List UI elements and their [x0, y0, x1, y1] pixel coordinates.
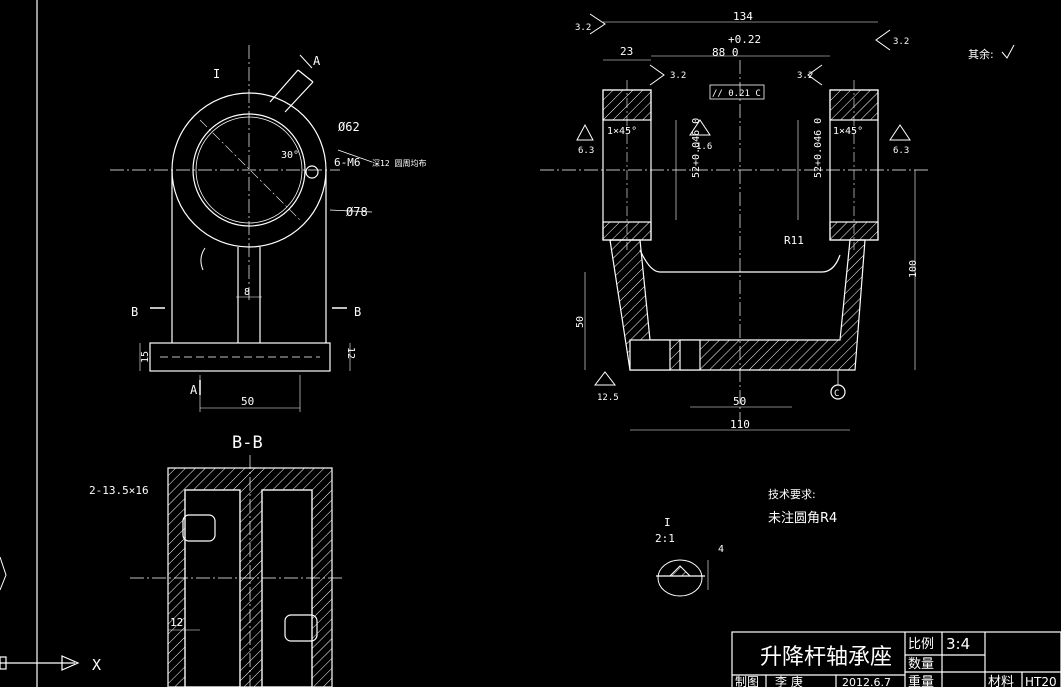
dim-110: 110 [730, 418, 750, 431]
rough-6-3-right: 6.3 [893, 146, 909, 156]
dim-100: 100 [908, 260, 919, 278]
scale-label: 比例 [908, 637, 934, 652]
radius-R11: R11 [784, 234, 804, 247]
threaded-hole-icon [305, 165, 319, 179]
tech-req-text: 未注圆角R4 [768, 511, 837, 526]
dim-50-h: 50 [733, 395, 746, 408]
section-mark-B-left: B [131, 305, 138, 319]
detail-label-I: I [664, 516, 671, 529]
dim-width-50: 50 [241, 395, 254, 408]
datum-c-label: C [834, 389, 839, 399]
dim-thread: 6-M6 [334, 156, 361, 169]
front-view[interactable] [110, 45, 373, 412]
roughness-check-icon [1001, 44, 1015, 59]
slot-note: 2-13.5×16 [89, 484, 149, 497]
rough-12-5: 12.5 [597, 393, 619, 403]
dim-angle-30: 30° [281, 150, 299, 161]
dim-rib-8: 8 [244, 287, 250, 298]
title-block-text: 升降杆轴承座 比例 3:4 数量 重量 材料 HT20 制图 李 庚 2012.… [735, 635, 1057, 687]
other-roughness-label: 其余: [968, 47, 994, 61]
side-view-labels: 134 +0.22 88 0 23 // 0.21 C 3.2 3.2 3.2 … [575, 10, 919, 431]
rough-1-6: 1.6 [696, 142, 712, 152]
dim-50-v: 50 [575, 316, 586, 328]
drawn-label: 制图 [735, 675, 759, 687]
bb-view-labels: B-B 2-13.5×16 12 [89, 433, 263, 629]
drawn-name: 李 庚 [775, 674, 803, 687]
rough-3-2-d: 3.2 [893, 37, 909, 47]
detail-dim-4: 4 [718, 544, 724, 555]
side-section-view[interactable] [540, 21, 930, 431]
dim-thread-note: 深12 圆周均布 [372, 158, 426, 168]
ucs-x-label: X [92, 656, 101, 674]
rough-3-2-b: 3.2 [670, 71, 686, 81]
scale-value: 3:4 [946, 635, 970, 653]
callout-I: I [213, 67, 220, 81]
technical-notes: 技术要求: 未注圆角R4 其余: [768, 47, 994, 526]
slot-hole-icon [182, 514, 216, 542]
bb-section-view[interactable] [130, 455, 345, 687]
bore-tol-right: 52+0.046 0 [813, 118, 824, 178]
front-view-labels: I A A B B Ø62 Ø78 6-M6 深12 圆周均布 30° 8 15… [131, 54, 426, 408]
roughness-symbols [576, 13, 1015, 386]
section-mark-B-right: B [354, 305, 361, 319]
drawn-date: 2012.6.7 [842, 676, 891, 687]
dim-bb-12: 12 [170, 616, 183, 629]
dim-88: 88 0 [712, 46, 739, 59]
chamfer-right: 1×45° [833, 126, 863, 137]
weight-label: 重量 [908, 674, 934, 687]
dim-23: 23 [620, 45, 633, 58]
rough-3-2-c: 3.2 [797, 71, 813, 81]
detail-scale: 2:1 [655, 532, 675, 545]
ucs-icon [0, 556, 80, 671]
rough-3-2-a: 3.2 [575, 23, 591, 33]
title-block[interactable] [731, 631, 1061, 687]
detail-labels: I 2:1 4 [655, 516, 724, 555]
qty-label: 数量 [908, 657, 934, 672]
dim-base-15: 15 [140, 351, 151, 363]
dim-134: 134 [733, 10, 753, 23]
material-label: 材料 [988, 675, 1014, 687]
callout-A-top: A [313, 54, 321, 68]
bore-tol-left: 52+0.046 0 [691, 118, 702, 178]
slot-hole-icon-2 [284, 614, 318, 642]
parallel-tolerance: // 0.21 C [712, 89, 761, 99]
dim-dia-62: Ø62 [338, 120, 360, 134]
section-title-bb: B-B [232, 433, 263, 453]
rough-6-3-left: 6.3 [578, 146, 594, 156]
tech-req-title: 技术要求: [768, 488, 816, 501]
detail-view-I[interactable] [656, 559, 709, 597]
callout-A-bottom: A [190, 383, 198, 397]
dim-tol-upper: +0.22 [728, 33, 761, 46]
drawing-title: 升降杆轴承座 [760, 645, 892, 670]
dim-dia-78: Ø78 [346, 205, 368, 219]
material-value: HT20 [1025, 675, 1057, 687]
dim-base-12: 12 [345, 347, 356, 359]
chamfer-left: 1×45° [607, 126, 637, 137]
